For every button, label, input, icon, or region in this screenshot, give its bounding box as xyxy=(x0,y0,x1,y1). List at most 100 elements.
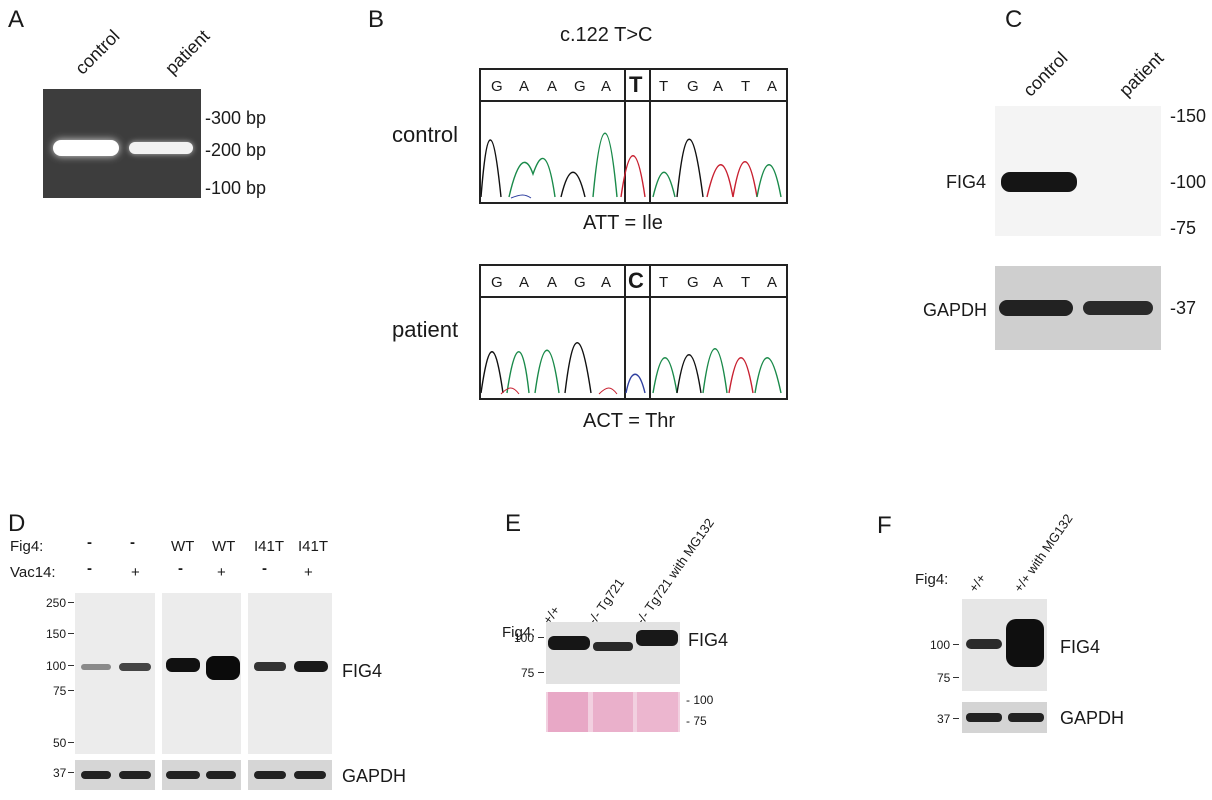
panel-letter-b: B xyxy=(368,6,385,33)
marker-200bp: -200 bp xyxy=(205,140,267,160)
mw-marker: 75 xyxy=(937,671,951,685)
marker-37: -37 xyxy=(1170,298,1197,318)
base: G xyxy=(574,274,586,291)
marker-100bp: -100 bp xyxy=(205,178,267,198)
gel-band-patient xyxy=(129,142,193,154)
vac14-value: - xyxy=(262,560,267,577)
protein-label-fig4: FIG4 xyxy=(688,630,729,650)
fig4-value: WT xyxy=(171,538,195,555)
chromatogram-label-patient: patient xyxy=(392,317,459,342)
base: T xyxy=(659,274,669,291)
base: A xyxy=(767,78,778,95)
fig4-value: I41T xyxy=(254,538,285,555)
marker-100: -100 xyxy=(1170,172,1207,192)
chromatogram-trace-patient xyxy=(481,342,782,395)
base: T xyxy=(741,274,751,291)
mw-marker: 250 xyxy=(46,596,67,610)
protein-label-gapdh: GAPDH xyxy=(342,766,407,786)
panel-letter-d: D xyxy=(8,510,26,537)
fig4-blot-2 xyxy=(162,593,241,754)
chromatogram-label-control: control xyxy=(392,122,459,147)
protein-label-fig4: FIG4 xyxy=(946,172,987,192)
gapdh-blot-1 xyxy=(75,760,155,790)
marker-150: -150 xyxy=(1170,106,1207,126)
panel-letter-e: E xyxy=(505,510,522,537)
lane-label: +/+ xyxy=(965,570,989,595)
fig4-blot xyxy=(962,599,1047,691)
fig4-value: I41T xyxy=(298,538,329,555)
lane-label-control: control xyxy=(71,25,124,79)
chromatogram-control: G A A G A T T G A T A xyxy=(479,68,788,204)
base: G xyxy=(491,78,503,95)
base: A xyxy=(713,78,724,95)
highlighted-base: C xyxy=(628,268,644,293)
gapdh-blot-2 xyxy=(162,760,241,790)
fig4-blot xyxy=(546,622,680,684)
gapdh-blot xyxy=(962,702,1047,733)
base: T xyxy=(741,78,751,95)
blot-band-fig4-control xyxy=(1001,172,1077,192)
row-label-fig4: Fig4: xyxy=(502,624,536,641)
blot-band-gapdh-patient xyxy=(1083,301,1153,315)
vac14-value: + xyxy=(131,564,140,581)
vac14-value: - xyxy=(178,560,183,577)
base: A xyxy=(713,274,724,291)
base: A xyxy=(547,78,558,95)
lane-label: -/- Tg721 xyxy=(584,575,628,627)
mw-marker: 37 xyxy=(53,766,67,780)
base: A xyxy=(767,274,778,291)
fig4-blot-1 xyxy=(75,593,155,754)
row-label-fig4: Fig4: xyxy=(915,571,949,588)
blot-band-gapdh-control xyxy=(999,300,1073,316)
lane-label: +/+ with MG132 xyxy=(1010,511,1076,595)
vac14-value: - xyxy=(87,560,92,577)
lane-label-control: control xyxy=(1019,47,1072,101)
base: A xyxy=(519,274,530,291)
lane-label-patient: patient xyxy=(161,25,214,79)
row-label-vac14: Vac14: xyxy=(10,564,56,581)
protein-label-gapdh: GAPDH xyxy=(1060,708,1125,728)
row-label-fig4: Fig4: xyxy=(10,538,44,555)
protein-label-fig4: FIG4 xyxy=(342,661,383,681)
codon-control: ATT = Ile xyxy=(583,212,663,234)
mw-marker: 50 xyxy=(53,736,67,750)
panel-letter-f: F xyxy=(877,512,892,539)
marker-75: -75 xyxy=(1170,218,1197,238)
base: G xyxy=(687,274,699,291)
mw-marker: 75 xyxy=(521,666,535,680)
chromatogram-trace-control xyxy=(481,132,782,199)
base: G xyxy=(574,78,586,95)
lane-label-patient: patient xyxy=(1115,47,1168,101)
mw-marker: - 75 xyxy=(686,714,707,728)
panel-letter-c: C xyxy=(1005,6,1023,33)
mw-marker: 37 xyxy=(937,712,951,726)
panel-letter-a: A xyxy=(8,6,25,33)
mw-marker: - 100 xyxy=(686,693,714,707)
base: T xyxy=(659,78,669,95)
fig4-blot-3 xyxy=(248,593,332,754)
base: A xyxy=(601,274,612,291)
gel-band-control xyxy=(53,140,119,156)
vac14-value: + xyxy=(304,564,313,581)
mw-marker: 100 xyxy=(930,638,951,652)
base: A xyxy=(519,78,530,95)
base: A xyxy=(547,274,558,291)
base: G xyxy=(687,78,699,95)
codon-patient: ACT = Thr xyxy=(583,410,676,432)
mw-marker: 75 xyxy=(53,684,67,698)
mw-marker: 150 xyxy=(46,627,67,641)
base: G xyxy=(491,274,503,291)
chromatogram-patient: G A A G A C T G A T A xyxy=(479,264,788,400)
highlighted-base: T xyxy=(629,72,643,97)
gel-image xyxy=(43,89,201,198)
mw-marker: 100 xyxy=(46,659,67,673)
lane-label: -/- Tg721 with MG132 xyxy=(632,515,717,627)
protein-label-gapdh: GAPDH xyxy=(923,300,988,320)
fig4-value: - xyxy=(87,534,92,551)
gapdh-blot-3 xyxy=(248,760,332,790)
fig4-blot xyxy=(995,106,1161,236)
ponceau-stain xyxy=(546,692,680,732)
fig4-value: WT xyxy=(212,538,236,555)
mutation-title: c.122 T>C xyxy=(560,24,653,46)
vac14-value: + xyxy=(217,564,226,581)
